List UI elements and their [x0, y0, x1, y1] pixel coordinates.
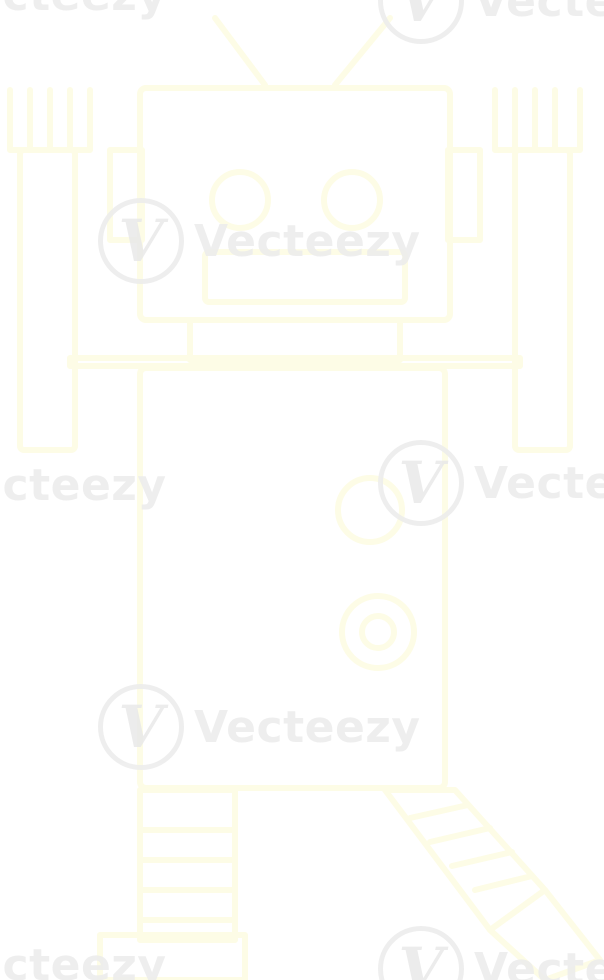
robot-antenna-right [332, 15, 393, 88]
robot-foot-left [97, 932, 248, 980]
robot-chest-button-top [335, 475, 405, 545]
robot-chest-button-bottom-inner [359, 613, 397, 651]
robot-leg-right-stripes [407, 802, 535, 893]
robot-body [137, 365, 448, 791]
robot-ear-left [107, 147, 145, 243]
robot-mouth [202, 249, 408, 305]
robot-eye-left [209, 169, 271, 231]
robot-neck [187, 317, 403, 363]
robot-claw-left [7, 87, 93, 153]
robot-arm-left [17, 147, 78, 453]
robot-claw-right [492, 87, 583, 153]
robot-antenna-left [212, 15, 268, 88]
robot-chest-button-bottom [339, 593, 417, 671]
robot-arm-right [512, 147, 573, 453]
robot-leg-left [137, 787, 238, 943]
robot-ear-right [445, 147, 483, 243]
robot-foot-right [487, 887, 603, 980]
robot-eye-right [321, 169, 383, 231]
robot-leg-left-stripes [137, 827, 238, 923]
